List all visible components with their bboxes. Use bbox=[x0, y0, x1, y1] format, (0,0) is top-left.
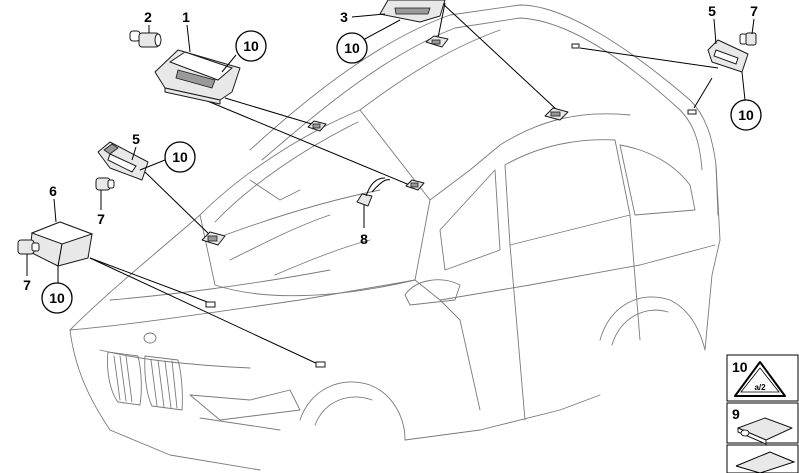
label-part-6: 6 bbox=[49, 183, 57, 223]
part-5-right-housing bbox=[707, 39, 749, 73]
svg-text:10: 10 bbox=[732, 359, 748, 375]
hood-connector-g bbox=[205, 301, 326, 368]
label-part-2: 2 bbox=[144, 9, 152, 33]
vehicle-outline bbox=[69, 4, 721, 471]
legend-symbol-text: a/2 bbox=[754, 383, 766, 392]
label-part-7-left-a: 7 bbox=[97, 190, 105, 227]
svg-text:7: 7 bbox=[23, 277, 31, 293]
roof-connector-b bbox=[544, 107, 569, 121]
rear-connector-f bbox=[571, 43, 697, 115]
label-circle-10-b: 10 bbox=[336, 19, 401, 64]
part-1-interior-light bbox=[154, 49, 241, 105]
part-5-left-housing bbox=[97, 141, 149, 181]
label-part-5-right: 5 bbox=[708, 3, 717, 45]
legend-item-clip bbox=[726, 444, 799, 473]
svg-text:5: 5 bbox=[132, 131, 140, 147]
dash-connector-e bbox=[201, 231, 226, 246]
roof-connector-a bbox=[425, 35, 449, 48]
part-8-lamp bbox=[356, 177, 386, 207]
label-part-5-left: 5 bbox=[131, 131, 140, 161]
svg-text:8: 8 bbox=[360, 231, 368, 247]
label-part-7-right: 7 bbox=[750, 3, 758, 35]
part-2-bulb bbox=[129, 30, 162, 48]
part-6-module bbox=[29, 221, 94, 267]
part-7-left-bulb-a bbox=[95, 177, 115, 191]
label-circle-10-a: 10 bbox=[221, 30, 267, 73]
svg-text:7: 7 bbox=[97, 211, 105, 227]
headliner-connector-c bbox=[307, 120, 327, 132]
svg-text:1: 1 bbox=[182, 9, 190, 25]
svg-text:10: 10 bbox=[243, 38, 259, 54]
svg-text:5: 5 bbox=[708, 3, 716, 19]
svg-text:10: 10 bbox=[172, 149, 188, 165]
label-circle-10-e: 10 bbox=[41, 266, 73, 314]
svg-text:2: 2 bbox=[144, 9, 152, 25]
label-part-3: 3 bbox=[340, 9, 386, 25]
svg-text:7: 7 bbox=[750, 3, 758, 19]
legend-item-10: 10 a/2 bbox=[726, 354, 799, 402]
label-part-7-left-b: 7 bbox=[23, 254, 31, 293]
part-7-left-bulb-b bbox=[17, 239, 40, 255]
label-part-8: 8 bbox=[360, 205, 368, 247]
connection-lines bbox=[89, 2, 719, 366]
label-circle-10-d: 10 bbox=[139, 141, 196, 173]
headliner-connector-d bbox=[405, 179, 425, 191]
part-3-overhead-module bbox=[379, 0, 446, 23]
label-part-1: 1 bbox=[182, 9, 191, 53]
svg-text:10: 10 bbox=[738, 107, 754, 123]
svg-text:10: 10 bbox=[344, 40, 360, 56]
part-7-right-bulb bbox=[739, 32, 757, 46]
legend-panel: 10 a/2 9 bbox=[726, 354, 799, 473]
svg-text:3: 3 bbox=[340, 9, 348, 25]
svg-text:10: 10 bbox=[49, 290, 65, 306]
svg-text:6: 6 bbox=[49, 183, 57, 199]
label-circle-10-c: 10 bbox=[730, 71, 762, 131]
svg-text:9: 9 bbox=[732, 406, 740, 422]
legend-item-9: 9 bbox=[726, 402, 799, 445]
